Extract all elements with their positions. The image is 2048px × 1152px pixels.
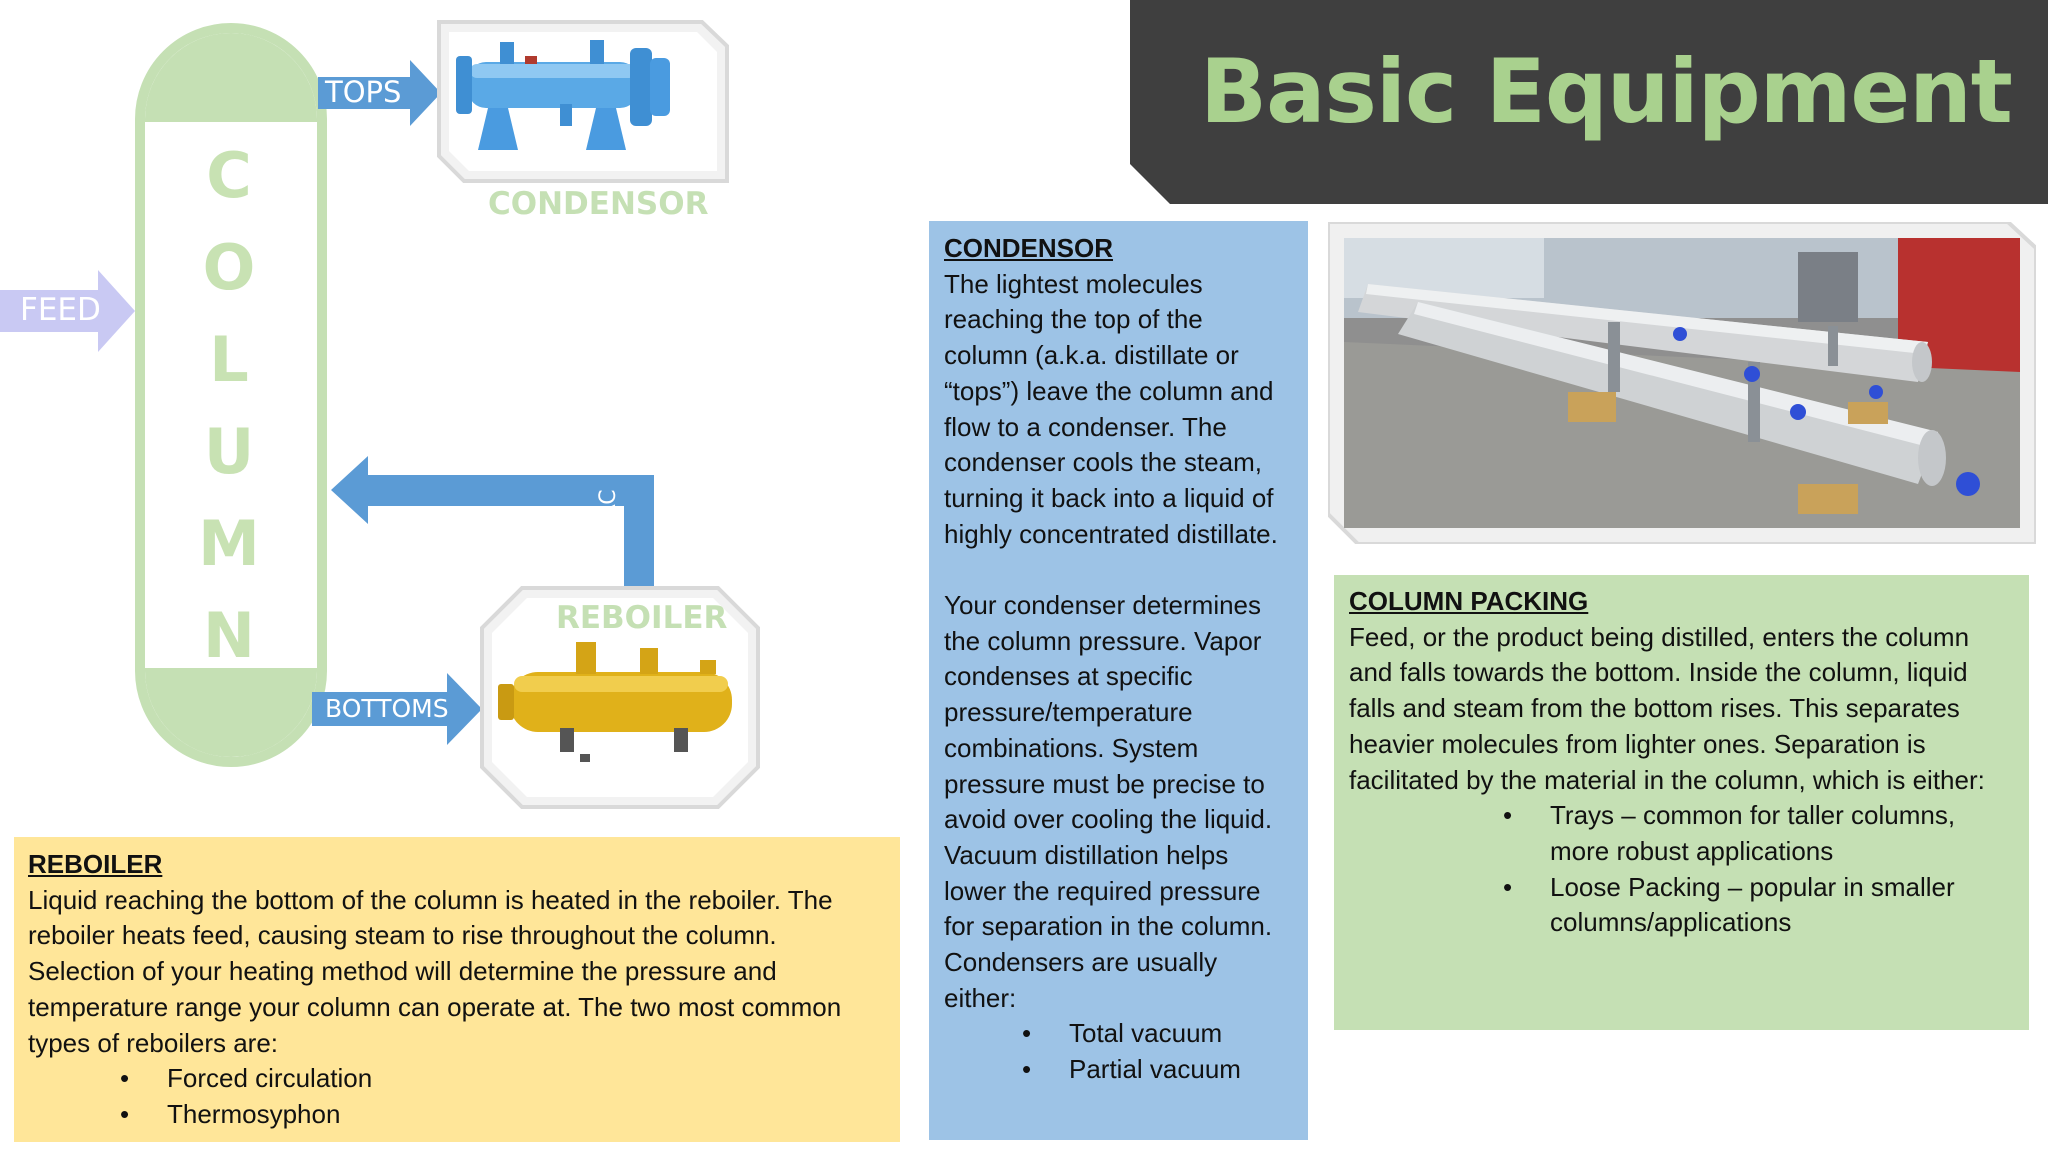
feed-label: FEED <box>20 292 101 328</box>
title-banner <box>1130 0 2048 204</box>
condensor-info-box: CONDENSOR The lightest molecules reachin… <box>929 221 1308 1140</box>
reboiler-heading: REBOILER <box>28 849 163 879</box>
column-letter-m: M <box>198 507 260 580</box>
feed-arrow <box>0 270 135 352</box>
column-letter-c: C <box>206 139 252 212</box>
bottoms-arrow <box>312 673 482 745</box>
reboiler-image <box>498 642 732 762</box>
column-letter-o: O <box>202 231 256 304</box>
reboiler-type-list: Forced circulation Thermosyphon <box>28 1061 886 1132</box>
condensor-paragraph-2: Your condenser determines the column pre… <box>944 590 1273 1013</box>
condensor-image <box>456 40 670 150</box>
list-item: Forced circulation <box>28 1061 886 1097</box>
bottoms-label: BOTTOMS <box>325 694 449 723</box>
tops-arrow <box>318 60 441 126</box>
condensor-paragraph-1: The lightest molecules reaching the top … <box>944 268 1278 549</box>
condenser-type-list: Total vacuum Partial vacuum <box>944 1016 1293 1087</box>
reboiler-body: Liquid reaching the bottom of the column… <box>28 884 842 1058</box>
column-top-cap <box>145 33 317 122</box>
column-packing-heading: COLUMN PACKING <box>1349 586 1589 616</box>
list-item: Loose Packing – popular in smaller colum… <box>1349 870 2014 941</box>
list-item: Total vacuum <box>944 1016 1293 1052</box>
column-letter-l: L <box>209 323 249 396</box>
reboiler-label: REBOILER <box>556 600 728 636</box>
list-item: Partial vacuum <box>944 1052 1293 1088</box>
reboiler-info-box: REBOILER Liquid reaching the bottom of t… <box>14 837 900 1142</box>
distillation-diagram: C O L U M N FEED TOPS CONDENSOR RECIRC R… <box>0 0 900 830</box>
column-letter-u: U <box>203 415 255 488</box>
column-bottom-cap <box>145 668 317 757</box>
column-packing-info-box: COLUMN PACKING Feed, or the product bein… <box>1334 575 2029 1030</box>
diagram-graphics <box>0 20 760 809</box>
page-title: Basic Equipment <box>1200 40 2013 143</box>
paragraph-spacer <box>944 552 1293 588</box>
recirc-arrow <box>331 456 654 587</box>
column-photo <box>1328 222 2036 544</box>
condensor-heading: CONDENSOR <box>944 233 1114 263</box>
list-item: Trays – common for taller columns, more … <box>1349 798 2014 869</box>
tops-label: TOPS <box>325 75 402 109</box>
column-letter-n: N <box>203 599 255 672</box>
recirc-label: RECIRC <box>596 489 621 570</box>
list-item: Thermosyphon <box>28 1097 886 1133</box>
condensor-label: CONDENSOR <box>488 186 709 222</box>
packing-type-list: Trays – common for taller columns, more … <box>1349 798 2014 941</box>
column-vessel <box>135 23 327 767</box>
column-packing-body: Feed, or the product being distilled, en… <box>1349 621 1985 795</box>
